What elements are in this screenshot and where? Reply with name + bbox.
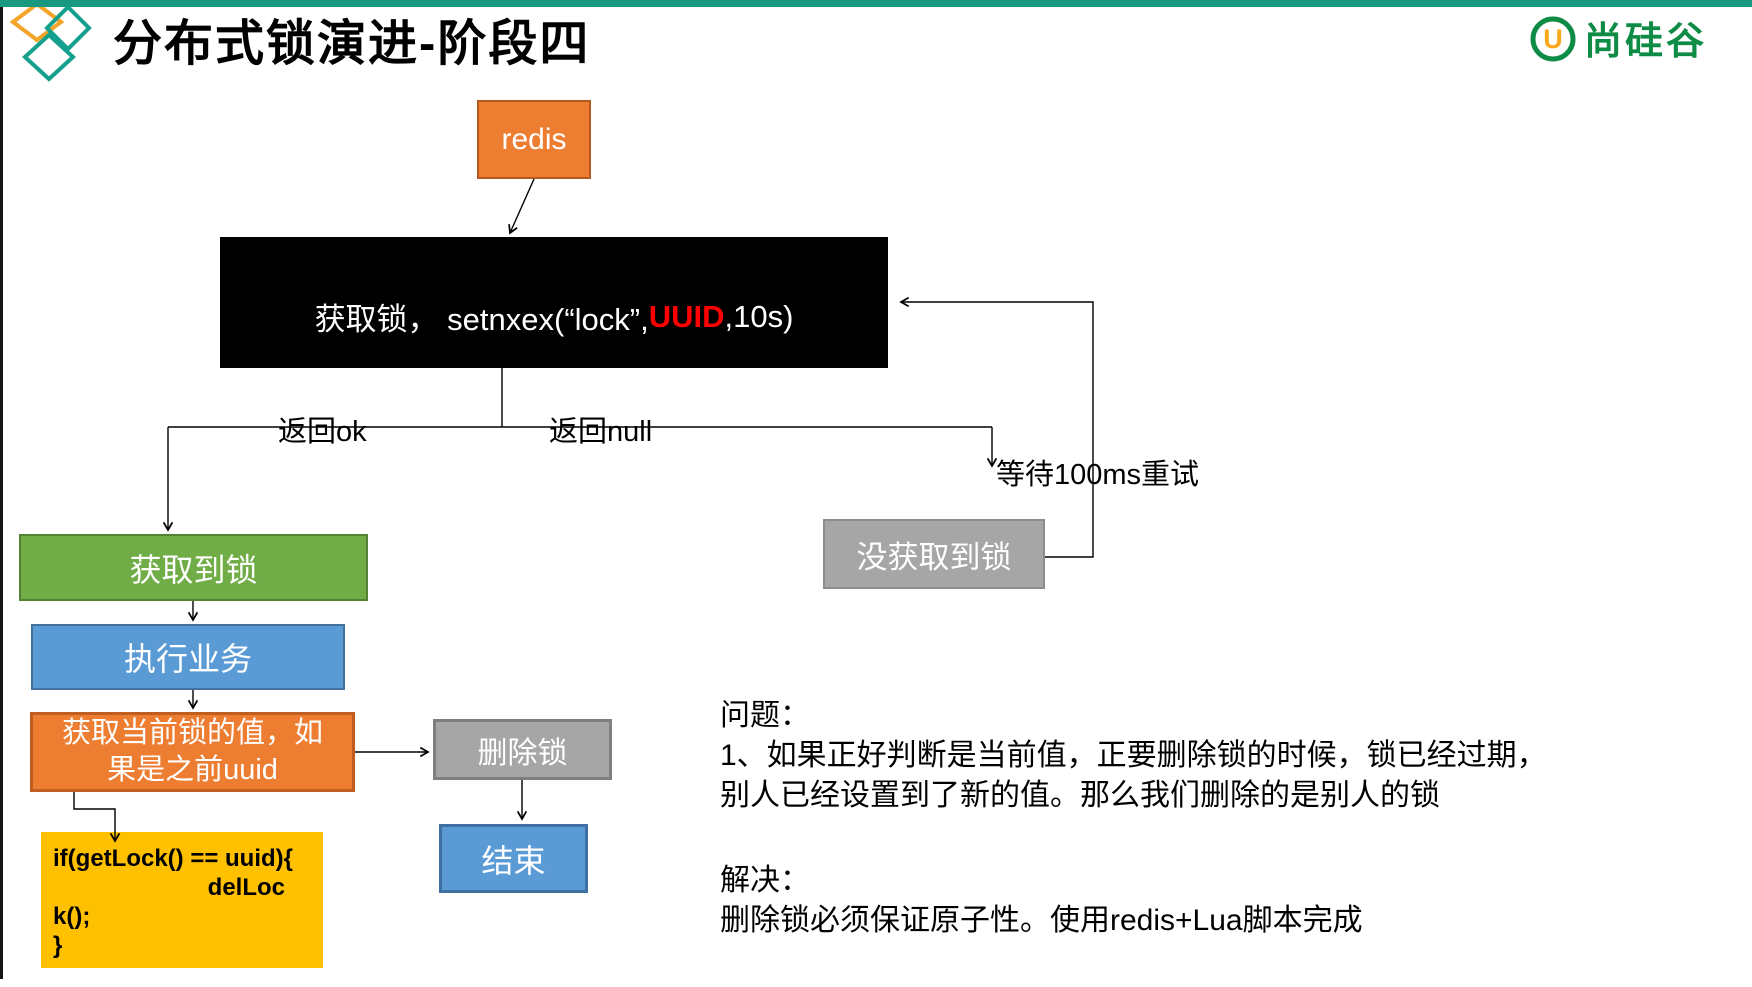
brand-logo: U 尚硅谷 (1528, 10, 1707, 65)
code-line: k(); (53, 903, 91, 930)
label-wait-retry: 等待100ms重试 (996, 459, 1200, 491)
diamonds-logo-icon (9, 2, 92, 82)
node-run-business: 执行业务 (31, 624, 345, 690)
node-acquire-lock: 获取锁， setnxex(“lock”,UUID,10s) (220, 237, 888, 368)
brand-logo-text: 尚硅谷 (1584, 21, 1708, 63)
solution-title: 解决： (720, 864, 810, 897)
node-no-lock: 没获取到锁 (823, 519, 1045, 589)
label-return-null: 返回null (549, 416, 653, 448)
page-title: 分布式锁演进-阶段四 (113, 17, 591, 71)
left-border-line (0, 0, 3, 979)
problem-title: 问题： (720, 699, 810, 732)
acquire-uuid-highlight: UUID (648, 298, 725, 334)
check-value-line1: 获取当前锁的值，如 (61, 717, 323, 749)
code-line: } (53, 932, 63, 959)
solution-line-1: 删除锁必须保证原子性。使用redis+Lua脚本完成 (720, 904, 1363, 937)
node-redis: redis (477, 100, 591, 179)
label-return-ok: 返回ok (278, 416, 367, 448)
title-underline (0, 0, 1752, 7)
node-check-value: 获取当前锁的值，如 果是之前uuid (30, 712, 355, 792)
code-line: delLoc (207, 874, 285, 901)
node-delete-lock: 删除锁 (433, 719, 612, 780)
code-line: if(getLock() == uuid){ (53, 845, 293, 872)
svg-text:U: U (1543, 24, 1563, 54)
node-code-snippet: if(getLock() == uuid){ delLoc k(); } (41, 832, 323, 968)
node-got-lock: 获取到锁 (19, 534, 368, 601)
brand-logo-icon: U (1530, 16, 1576, 61)
problem-line-2: 别人已经设置到了新的值。那么我们删除的是别人的锁 (720, 779, 1440, 812)
acquire-text-suffix: ,10s) (724, 298, 794, 334)
notes-problem: 问题： 1、如果正好判断是当前值，正要删除锁的时候，锁已经过期， 别人已经设置到… (720, 696, 1547, 816)
acquire-text-prefix: 获取锁， setnxex(“lock”, (314, 302, 649, 337)
check-value-line2: 果是之前uuid (107, 754, 278, 786)
node-end: 结束 (439, 824, 588, 893)
notes-solution: 解决： 删除锁必须保证原子性。使用redis+Lua脚本完成 (720, 861, 1363, 941)
problem-line-1: 1、如果正好判断是当前值，正要删除锁的时候，锁已经过期， (720, 739, 1547, 772)
